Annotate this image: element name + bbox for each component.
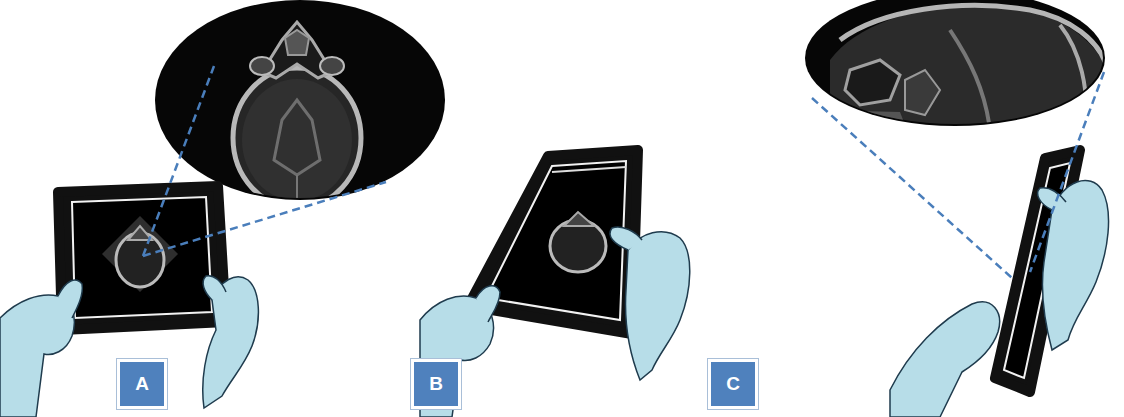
sphenoid: [905, 70, 940, 115]
panel-letter: A: [135, 374, 149, 395]
axial-ct-zoom: [233, 22, 361, 208]
left-hand: [890, 302, 1000, 417]
occipital-bone: [1060, 25, 1086, 130]
zoom-ellipse: [155, 0, 445, 200]
ct-face-small: [128, 226, 152, 240]
left-hand: [0, 295, 74, 417]
palate: [820, 110, 905, 128]
dashed-leader: [143, 182, 386, 256]
orbit: [250, 57, 274, 75]
screen-edge: [552, 167, 626, 172]
ct-skull-small: [116, 233, 164, 287]
ct-face-small: [564, 212, 594, 226]
orbit: [320, 57, 344, 75]
panel-label: C: [708, 359, 758, 409]
dashed-leader: [812, 98, 1012, 278]
sagittal-ct-zoom: [820, 5, 1110, 130]
skull-ring: [233, 68, 361, 208]
zoom-lens-c: [805, 0, 1110, 130]
tablet-screen: [486, 161, 626, 320]
panel-label: A: [117, 359, 167, 409]
brainstem: [950, 30, 990, 130]
panel-letter: B: [429, 374, 443, 395]
right-thumb: [203, 276, 226, 300]
tablet-b: [468, 150, 638, 334]
hands-a: [0, 276, 258, 417]
ct-skull-small: [550, 220, 606, 272]
ct-slice-plane: [102, 216, 178, 292]
zoom-leaders-a: [143, 66, 386, 256]
nasal-cavity: [285, 30, 309, 55]
tablet-body: [58, 186, 226, 330]
zoom-leaders-c: [812, 72, 1104, 278]
panel-label: B: [411, 359, 461, 409]
sinus: [845, 60, 900, 105]
panel-letter: C: [726, 374, 740, 395]
left-thumb: [58, 280, 82, 318]
hands-c-front: [1038, 180, 1109, 350]
dashed-leader: [143, 66, 214, 256]
brainstem-outline: [274, 100, 320, 175]
dashed-leader: [1030, 72, 1104, 272]
right-hand: [626, 232, 690, 380]
right-thumb: [1038, 188, 1066, 210]
tablet-a: [58, 186, 226, 330]
hands-c: [890, 302, 1000, 417]
falx: [296, 175, 298, 205]
right-thumb: [610, 227, 642, 250]
tablet-screen: [72, 197, 212, 318]
tablet-body: [468, 150, 638, 334]
left-thumb: [476, 286, 500, 322]
